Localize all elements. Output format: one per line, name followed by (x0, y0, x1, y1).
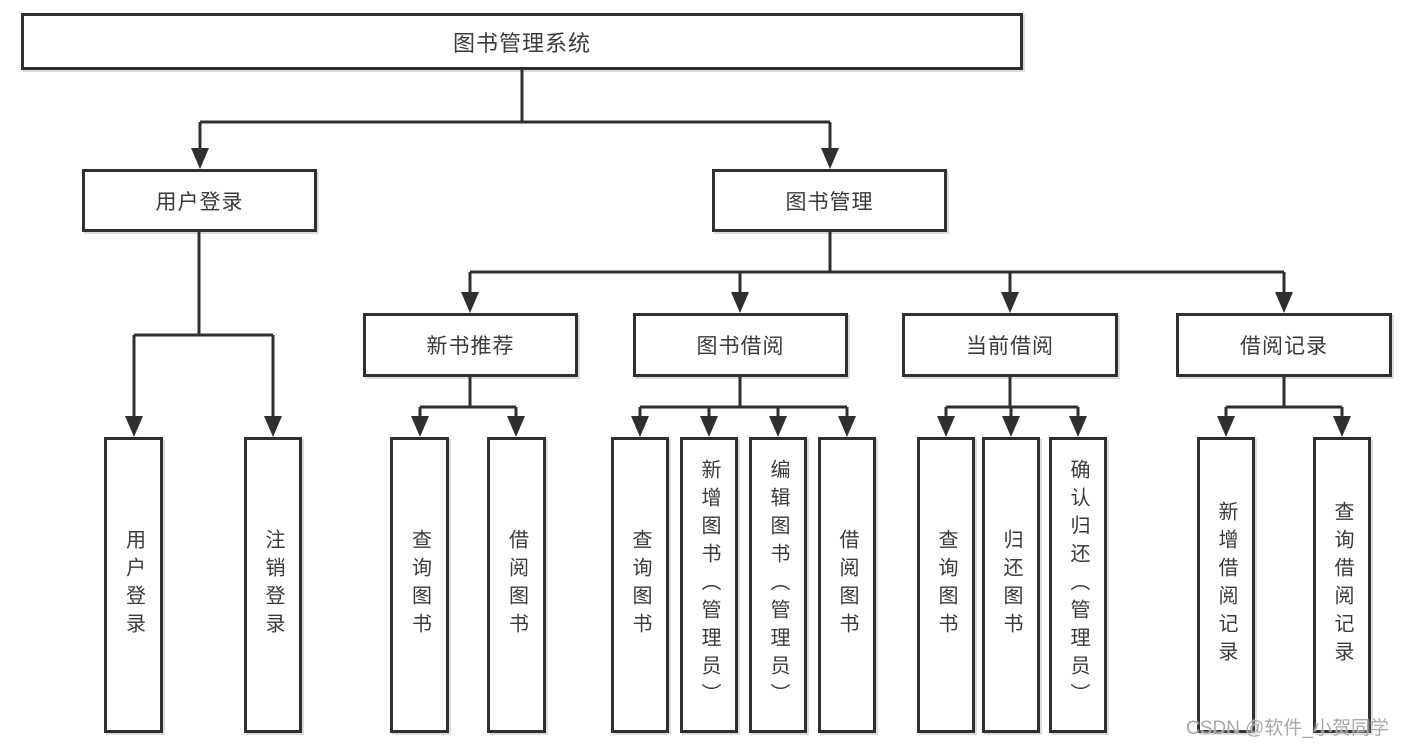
arrowhead-icons (125, 148, 1351, 437)
leaf-current-return: 归还图书 (982, 437, 1040, 733)
leaf-logout-label: 注销登录 (262, 529, 284, 641)
leaf-borrow-query-label: 查询图书 (629, 529, 651, 641)
leaf-borrow-edit: 编辑图书（管理员） (749, 437, 807, 733)
leaf-logout: 注销登录 (244, 437, 302, 733)
leaf-newbooks-borrow: 借阅图书 (487, 437, 546, 733)
leaf-current-query: 查询图书 (917, 437, 975, 733)
leaf-records-query-label: 查询借阅记录 (1331, 501, 1353, 669)
node-user-login: 用户登录 (82, 169, 317, 232)
leaf-current-confirm-return: 确认归还（管理员） (1049, 437, 1107, 733)
leaf-current-query-label: 查询图书 (935, 529, 957, 641)
leaf-newbooks-query: 查询图书 (390, 437, 449, 733)
csdn-watermark: CSDN @软件_小贺同学 (1186, 718, 1389, 739)
node-new-book-recommend-label: 新书推荐 (426, 335, 515, 358)
leaf-borrow-borrow: 借阅图书 (818, 437, 876, 733)
leaf-records-add: 新增借阅记录 (1197, 437, 1255, 733)
node-current-borrow-label: 当前借阅 (966, 335, 1054, 358)
node-root-label: 图书管理系统 (452, 30, 591, 56)
leaf-records-add-label: 新增借阅记录 (1215, 501, 1237, 669)
leaf-records-query: 查询借阅记录 (1313, 437, 1371, 733)
node-current-borrow: 当前借阅 (902, 313, 1118, 377)
leaf-newbooks-query-label: 查询图书 (408, 529, 431, 641)
leaf-user-login-label: 用户登录 (122, 529, 145, 641)
node-book-management: 图书管理 (712, 169, 947, 232)
node-borrow-records: 借阅记录 (1176, 313, 1392, 377)
leaf-current-return-label: 归还图书 (1000, 529, 1022, 641)
node-new-book-recommend: 新书推荐 (363, 313, 578, 377)
leaf-newbooks-borrow-label: 借阅图书 (505, 529, 528, 641)
leaf-borrow-borrow-label: 借阅图书 (836, 529, 858, 641)
leaf-borrow-query: 查询图书 (611, 437, 669, 733)
node-user-login-label: 用户登录 (155, 190, 244, 214)
node-book-management-label: 图书管理 (785, 190, 874, 214)
node-book-borrow-label: 图书借阅 (696, 335, 785, 358)
node-root-system: 图书管理系统 (21, 13, 1023, 70)
node-borrow-records-label: 借阅记录 (1240, 335, 1328, 358)
leaf-current-confirm-return-label: 确认归还（管理员） (1067, 459, 1089, 711)
node-book-borrow: 图书借阅 (633, 313, 848, 377)
leaf-borrow-edit-label: 编辑图书（管理员） (767, 459, 789, 711)
leaf-user-login: 用户登录 (104, 437, 163, 733)
leaf-borrow-add-label: 新增图书（管理员） (698, 459, 720, 711)
leaf-borrow-add: 新增图书（管理员） (680, 437, 738, 733)
